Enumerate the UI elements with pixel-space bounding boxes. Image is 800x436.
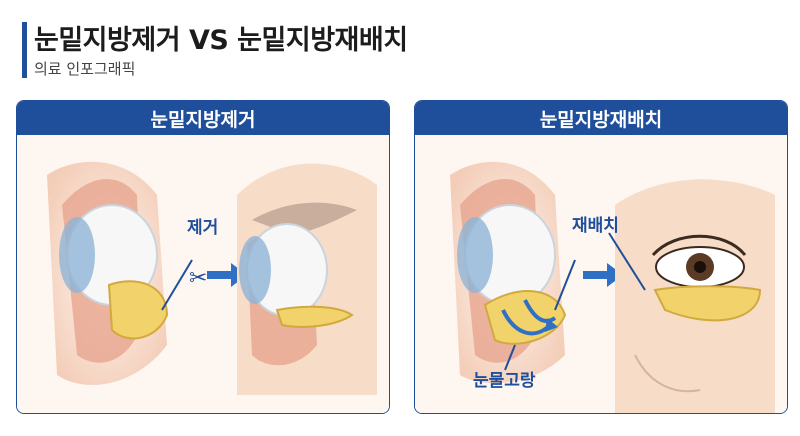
repositioned-fat xyxy=(653,285,762,322)
reposition-label: 재배치 xyxy=(572,216,619,236)
reposition-illustration xyxy=(415,135,787,413)
reposition-panel-title: 눈밑지방재배치 xyxy=(415,101,787,135)
before-eye-cross-section xyxy=(47,161,169,385)
after-eye-cross-section xyxy=(237,163,377,395)
title-accent-bar xyxy=(22,22,27,78)
removal-panel: 눈밑지방제거 ✂ 제거 xyxy=(16,100,390,414)
right-arrow-icon xyxy=(583,263,623,287)
reposition-panel: 눈밑지방재배치 xyxy=(414,100,788,414)
reposition-eye-cross-section xyxy=(450,161,567,384)
page-title: 눈밑지방제거 VS 눈밑지방재배치 xyxy=(34,25,408,56)
orbital-fat xyxy=(107,280,169,340)
scissors-icon: ✂ xyxy=(189,266,207,291)
removal-label: 제거 xyxy=(187,218,219,238)
after-face-illustration xyxy=(615,179,775,413)
page-subtitle: 의료 인포그래픽 xyxy=(34,60,136,78)
tear-trough-label: 눈물고랑 xyxy=(473,371,536,391)
removal-panel-title: 눈밑지방제거 xyxy=(17,101,389,135)
removal-illustration: ✂ xyxy=(17,135,389,413)
